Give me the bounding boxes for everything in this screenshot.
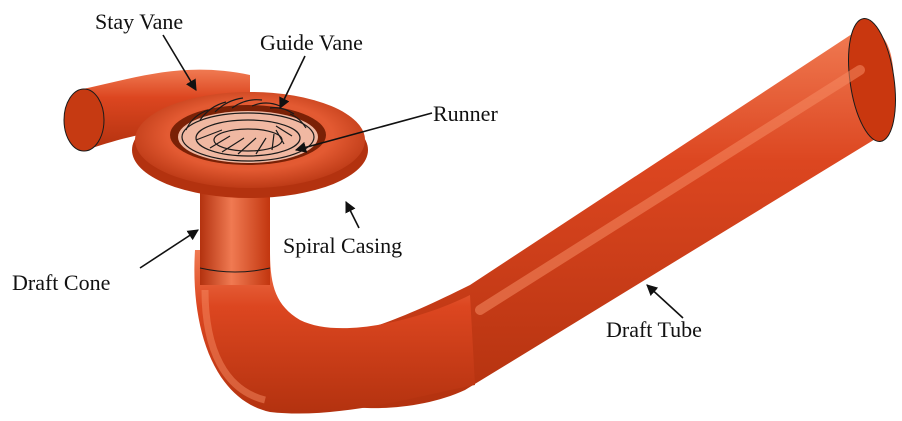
label-runner: Runner xyxy=(433,101,498,126)
label-draft-cone: Draft Cone xyxy=(12,270,110,295)
label-stay-vane: Stay Vane xyxy=(95,9,183,34)
draft-cone-leader xyxy=(140,230,198,268)
label-spiral-casing: Spiral Casing xyxy=(283,233,402,258)
label-draft-tube: Draft Tube xyxy=(606,317,702,342)
spiral-casing-leader xyxy=(346,202,359,228)
draft-tube-leader xyxy=(647,285,683,318)
label-guide-vane: Guide Vane xyxy=(260,30,363,55)
spiral-casing-shape xyxy=(132,92,368,198)
